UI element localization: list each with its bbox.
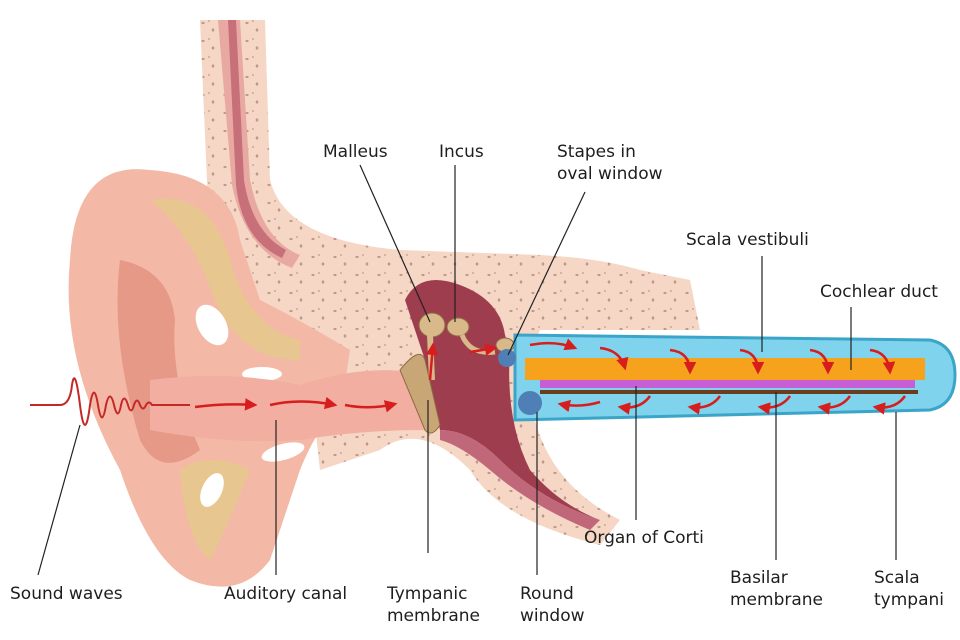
leader-lines [37,164,897,576]
label-round-line2: window [520,606,585,626]
label-round-window: Round window [520,583,585,627]
label-basilar-line2: membrane [730,590,824,610]
pinna-cartilage [150,198,300,360]
label-sound-waves: Sound waves [10,584,123,604]
ossicles [418,312,515,381]
label-organ-of-corti: Organ of Corti [584,528,704,548]
middle-ear-cavity [405,280,600,520]
basilar-membrane-band [540,380,915,388]
label-scala-tympani-line1: Scala [874,568,920,588]
label-tympanic-membrane: Tympanic membrane [387,583,480,627]
label-stapes-line1: Stapes in [557,142,636,162]
label-tympanic-line2: membrane [387,606,481,626]
label-basilar-line1: Basilar [730,568,788,588]
label-stapes-line2: oval window [557,164,663,184]
auditory-canal [150,370,425,442]
label-incus: Incus [439,142,484,162]
label-tympanic-line1: Tympanic [387,584,468,604]
label-scala-tympani-line2: tympani [874,590,944,610]
label-stapes: Stapes in oval window [557,141,663,185]
label-round-line1: Round [520,584,574,604]
sound-propagation-arrows [194,338,907,415]
round-window [518,391,542,415]
label-basilar-membrane: Basilar membrane [730,567,823,611]
label-malleus: Malleus [323,142,388,162]
label-cochlear-duct: Cochlear duct [820,282,938,302]
sound-wave [30,377,190,426]
cochlear-duct-band [525,358,925,380]
label-scala-vestibuli: Scala vestibuli [686,230,809,250]
label-auditory-canal: Auditory canal [224,584,348,604]
oval-window [498,349,516,367]
label-scala-tympani: Scala tympani [874,567,944,611]
